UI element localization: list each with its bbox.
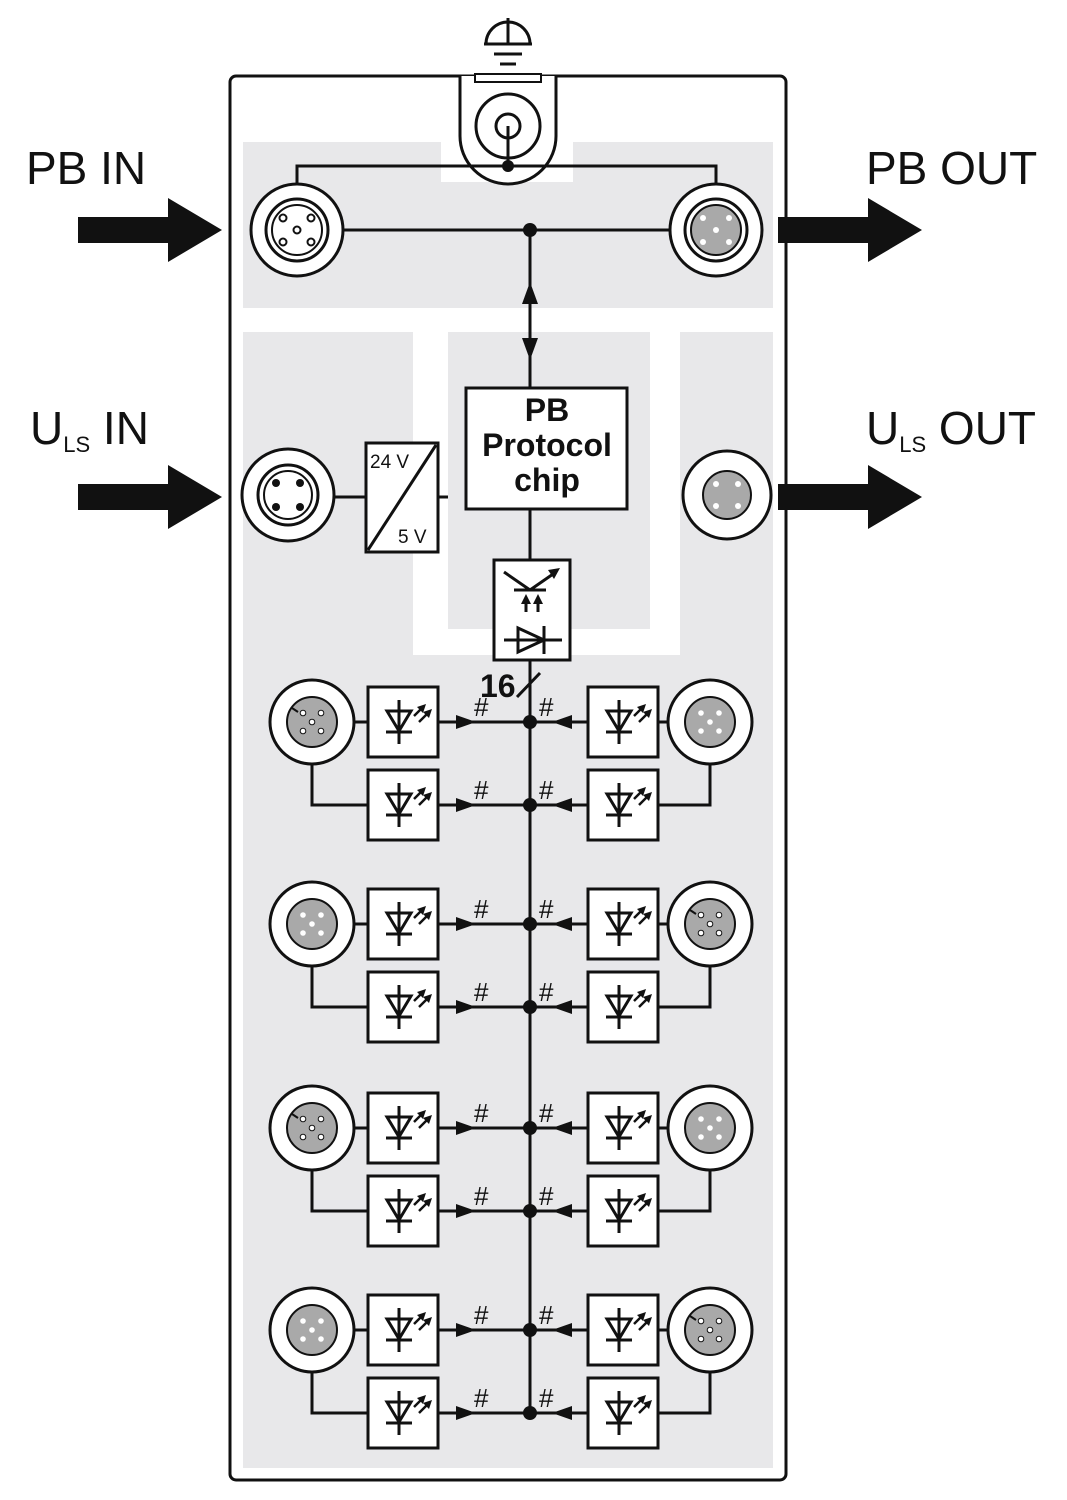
io-connector-left <box>268 678 356 766</box>
bus-width-label: 16 <box>480 668 516 704</box>
uls-out-arrow <box>778 465 922 529</box>
io-connector-left <box>268 1286 356 1374</box>
led-icon <box>586 685 660 759</box>
channel-marker: # <box>474 977 489 1007</box>
uls-in-label: ULS IN <box>30 402 149 457</box>
led-icon <box>366 887 440 961</box>
converter-output-label: 5 V <box>398 527 427 548</box>
channel-marker: # <box>474 1098 489 1128</box>
io-group: # # # # <box>268 1084 754 1248</box>
pb-out-connector <box>668 182 764 278</box>
led-icon <box>586 1293 660 1367</box>
pb-in-label: PB IN <box>26 142 146 194</box>
led-icon <box>586 1376 660 1450</box>
led-icon <box>366 970 440 1044</box>
channel-marker: # <box>539 977 554 1007</box>
pb-in-arrow <box>78 198 222 262</box>
io-connector-right <box>666 1084 754 1172</box>
led-icon <box>586 1091 660 1165</box>
channel-marker: # <box>474 775 489 805</box>
ground-terminal <box>458 73 558 186</box>
uls-in-arrow <box>78 465 222 529</box>
dc-dc-converter: 24 V 5 V <box>364 441 440 554</box>
channel-marker: # <box>539 1300 554 1330</box>
channel-marker: # <box>539 894 554 924</box>
led-icon <box>586 887 660 961</box>
led-icon <box>366 685 440 759</box>
channel-marker: # <box>474 1383 489 1413</box>
fieldbus-section <box>243 142 773 308</box>
channel-marker: # <box>539 775 554 805</box>
chip-label-line2: Protocol <box>482 427 612 463</box>
led-icon <box>366 1293 440 1367</box>
shield-wire <box>295 164 718 190</box>
channel-marker: # <box>539 692 554 722</box>
led-icon <box>366 1376 440 1450</box>
chip-label-line3: chip <box>514 462 580 498</box>
channel-marker: # <box>539 1181 554 1211</box>
protocol-chip: PB Protocol chip <box>464 386 629 511</box>
led-icon <box>366 768 440 842</box>
channel-marker: # <box>474 894 489 924</box>
channel-marker: # <box>474 1181 489 1211</box>
ground-icon <box>484 18 532 66</box>
optocoupler-icon <box>492 558 572 662</box>
channel-marker: # <box>474 1300 489 1330</box>
converter-input-label: 24 V <box>370 452 409 473</box>
io-connector-left <box>268 880 356 968</box>
io-group: # # # # <box>268 880 754 1044</box>
channel-marker: # <box>539 1098 554 1128</box>
led-icon <box>366 1091 440 1165</box>
pb-in-connector <box>249 182 345 278</box>
led-icon <box>586 970 660 1044</box>
io-connector-right <box>666 880 754 968</box>
uls-in-connector <box>240 447 336 543</box>
channel-marker: # <box>539 1383 554 1413</box>
led-icon <box>586 768 660 842</box>
io-connector-right <box>666 678 754 766</box>
channel-marker: # <box>474 692 489 722</box>
led-icon <box>586 1174 660 1248</box>
io-connector-right <box>666 1286 754 1374</box>
io-connector-left <box>268 1084 356 1172</box>
pb-out-arrow <box>778 198 922 262</box>
io-group: # # # # <box>268 678 754 842</box>
uls-out-label: ULS OUT <box>866 402 1036 457</box>
io-channel-groups: # # # # # # # # # # # # # # # # <box>268 678 754 1450</box>
uls-out-connector <box>681 449 773 541</box>
pb-out-label: PB OUT <box>866 142 1037 194</box>
io-group: # # # # <box>268 1286 754 1450</box>
chip-label-line1: PB <box>525 392 569 428</box>
led-icon <box>366 1174 440 1248</box>
